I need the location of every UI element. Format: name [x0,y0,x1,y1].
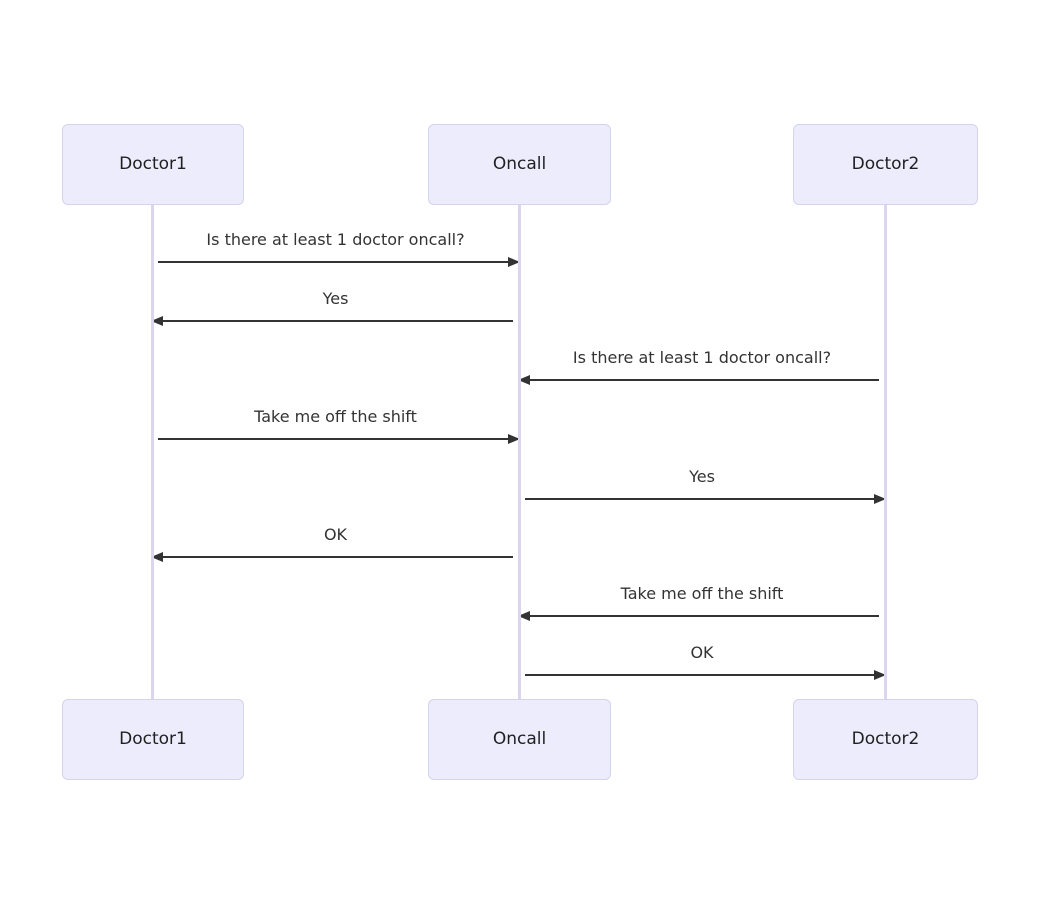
lifeline-doctor2 [884,205,887,699]
lifeline-oncall [518,205,521,699]
message-label: Is there at least 1 doctor oncall? [572,348,832,367]
lifeline-doctor1 [151,205,154,699]
message-label: Take me off the shift [620,584,784,603]
participant-box-top-doctor2[interactable]: Doctor2 [793,124,978,205]
message-label: Take me off the shift [254,407,417,426]
participant-label-bottom-oncall: Oncall [492,729,547,749]
participant-label-top-doctor2: Doctor2 [851,154,920,174]
participant-box-bottom-oncall[interactable]: Oncall [428,699,611,780]
participant-box-top-oncall[interactable]: Oncall [428,124,611,205]
message-label: Is there at least 1 doctor oncall? [206,230,465,249]
participant-label-top-doctor1: Doctor1 [119,154,187,174]
message-label: OK [323,525,348,544]
message-label: Yes [322,289,349,308]
participant-box-bottom-doctor2[interactable]: Doctor2 [793,699,978,780]
participant-label-bottom-doctor2: Doctor2 [851,729,920,749]
message-arrow-layer [151,257,886,680]
message-label: Yes [689,467,715,486]
participant-box-bottom-doctor1[interactable]: Doctor1 [62,699,244,780]
participant-label-top-oncall: Oncall [492,154,547,174]
participant-label-bottom-doctor1: Doctor1 [119,729,187,749]
message-label: OK [690,643,714,662]
participant-box-top-doctor1[interactable]: Doctor1 [62,124,244,205]
